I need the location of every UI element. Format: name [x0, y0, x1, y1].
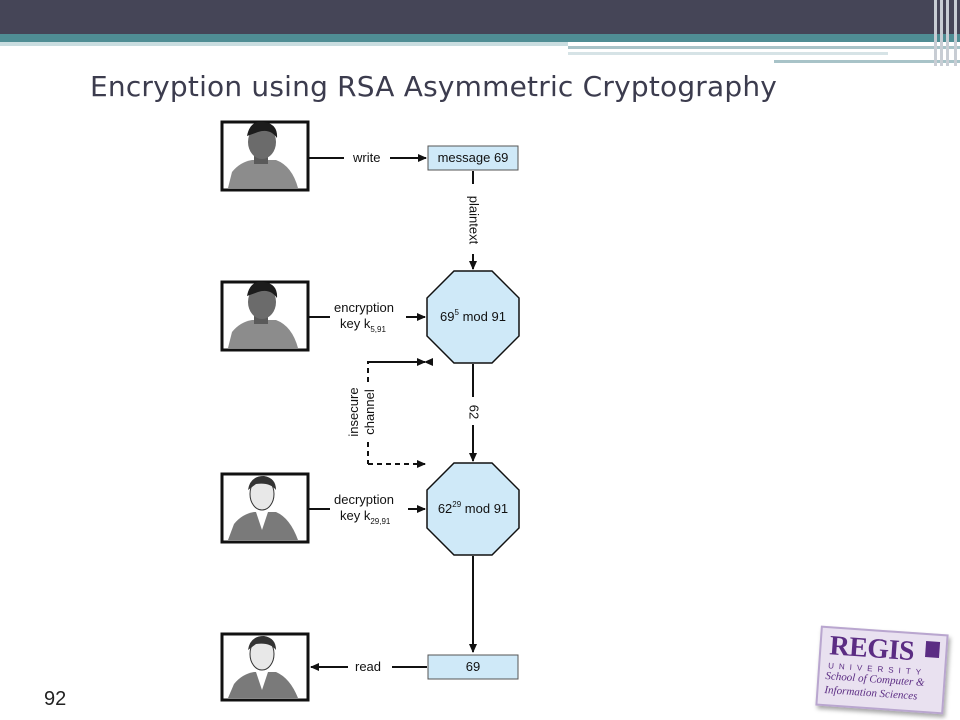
regis-university-logo: REGIS UNIVERSITY School of Computer & In… [815, 625, 949, 715]
insecure-label: insecure [346, 387, 361, 436]
encryption-node [426, 270, 520, 364]
write-label: write [352, 150, 380, 165]
slide-title: Encryption using RSA Asymmetric Cryptogr… [90, 70, 778, 103]
insecure-channel-top [367, 358, 433, 382]
plaintext-label: plaintext [467, 196, 482, 245]
encryption-label: encryption [334, 300, 394, 315]
decryption-formula: 6229 mod 91 [438, 500, 508, 516]
decrypter-avatar-icon [220, 472, 310, 544]
decryption-node [426, 462, 520, 556]
reader-avatar-icon [220, 632, 310, 702]
ciphertext-label: 62 [467, 405, 482, 419]
result-box-label: 69 [466, 659, 480, 674]
header-decorative-lines [568, 42, 960, 66]
message-box-label: message 69 [438, 150, 509, 165]
header-bar [0, 0, 960, 34]
channel-label: channel [362, 389, 377, 435]
read-label: read [355, 659, 381, 674]
encrypter-avatar-icon [220, 280, 310, 352]
encryption-formula: 695 mod 91 [440, 308, 506, 324]
header-light-band [0, 42, 568, 46]
regis-crest-icon [925, 641, 941, 658]
writer-avatar-icon [220, 120, 310, 192]
header-vertical-lines [930, 0, 960, 66]
header-accent-band [0, 34, 960, 42]
result-box [427, 654, 519, 680]
message-box [427, 145, 519, 171]
page-number: 92 [44, 688, 67, 710]
decryption-key-label: key k29,91 [340, 508, 391, 526]
decryption-label: decryption [334, 492, 394, 507]
encryption-key-label: key k5,91 [340, 316, 386, 334]
